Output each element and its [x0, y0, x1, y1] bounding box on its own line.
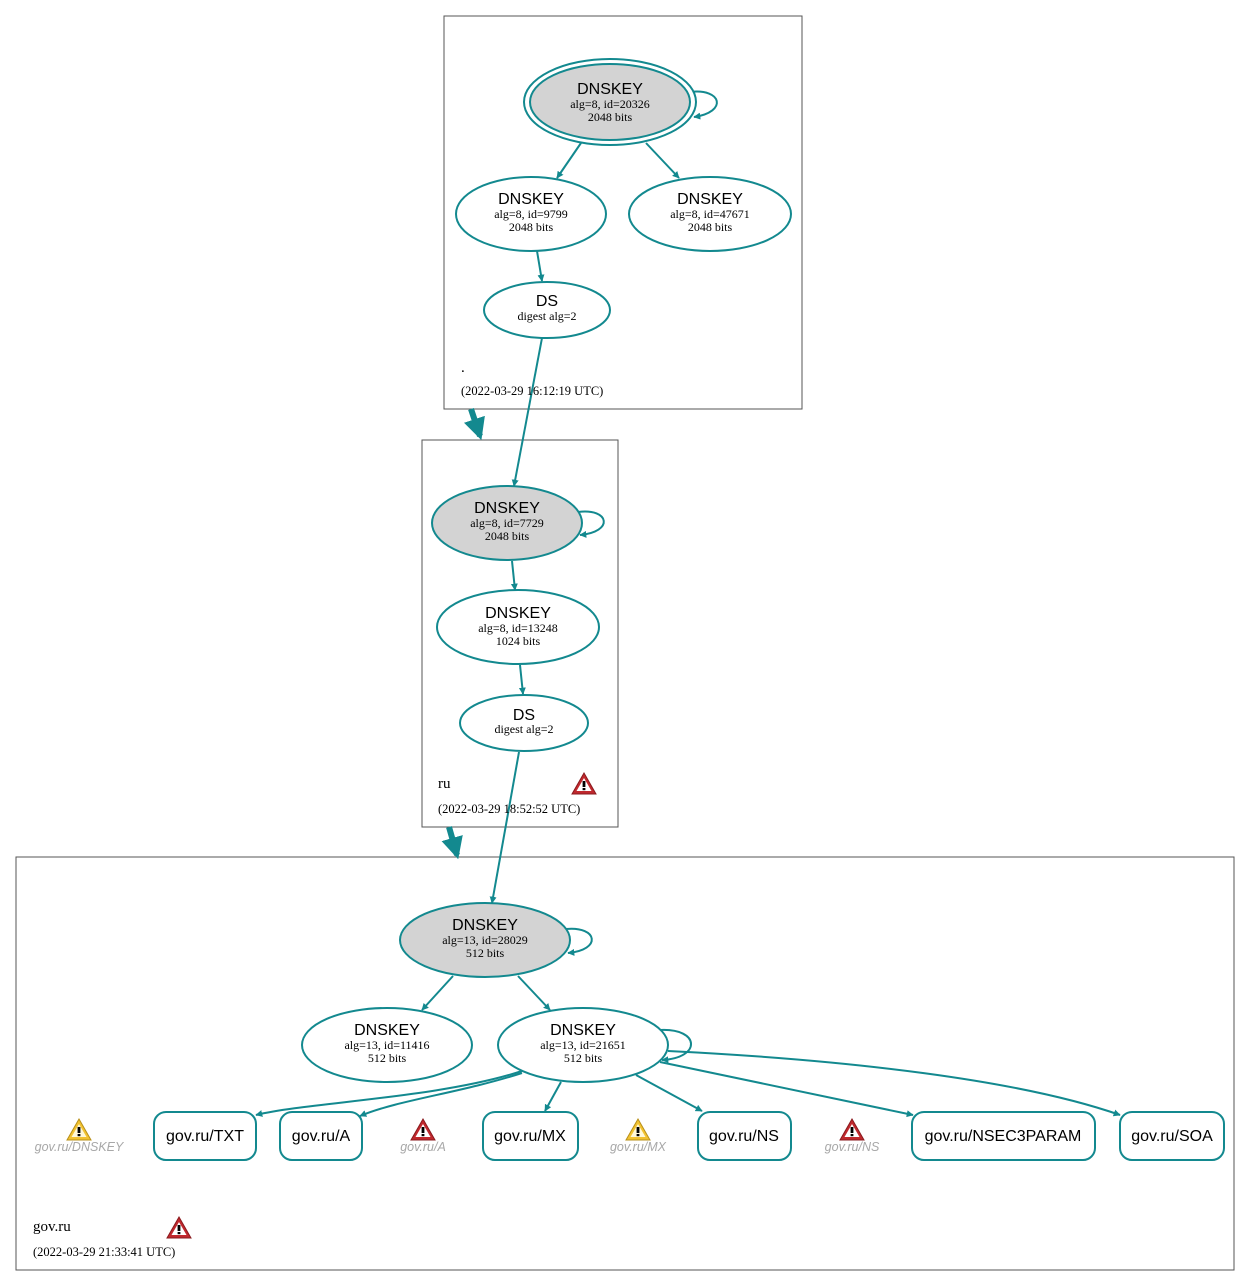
rrset-soa-label: gov.ru/SOA [1131, 1128, 1213, 1145]
ghost-rrset-a[interactable]: gov.ru/A [400, 1118, 446, 1154]
gov-ksk-title: DNSKEY [452, 917, 518, 934]
ghost-rrset-a-label: gov.ru/A [400, 1140, 446, 1154]
zone-name-gov-ru: gov.ru [33, 1219, 71, 1235]
root-zsk1-size: 2048 bits [509, 220, 554, 234]
rrset-txt[interactable]: gov.ru/TXT [153, 1111, 257, 1161]
ru-ds-title: DS [513, 707, 535, 724]
zone-timestamp-root: (2022-03-29 16:12:19 UTC) [461, 384, 603, 398]
root-zsk1-node[interactable]: DNSKEY alg=8, id=9799 2048 bits [455, 176, 607, 252]
gov-zsk1-size: 512 bits [368, 1051, 407, 1065]
ru-ds-detail: digest alg=2 [494, 722, 553, 736]
gov-ksk-detail: alg=13, id=28029 [442, 933, 528, 947]
edge-root-ksk-zsk2 [645, 142, 680, 179]
error-icon [839, 1118, 865, 1141]
root-ds-node[interactable]: DS digest alg=2 [483, 281, 611, 339]
ru-ksk-detail: alg=8, id=7729 [470, 516, 544, 530]
ru-zsk-detail: alg=8, id=13248 [478, 621, 558, 635]
warning-icon [625, 1118, 651, 1141]
ru-zsk-size: 1024 bits [496, 634, 541, 648]
root-ksk-size: 2048 bits [588, 110, 633, 124]
rrset-nsec3param[interactable]: gov.ru/NSEC3PARAM [911, 1111, 1096, 1161]
gov-ksk-node[interactable]: DNSKEY alg=13, id=28029 512 bits [399, 902, 571, 978]
ru-ksk-title: DNSKEY [474, 500, 540, 517]
ghost-rrset-dnskey[interactable]: gov.ru/DNSKEY [35, 1118, 125, 1154]
edge-zsk2-soa [667, 1050, 1121, 1117]
gov-zsk2-node[interactable]: DNSKEY alg=13, id=21651 512 bits [497, 1007, 669, 1083]
ru-ds-node[interactable]: DS digest alg=2 [459, 694, 589, 752]
edge-gov-ksk-zsk1 [421, 975, 454, 1011]
edge-zsk2-ns [635, 1074, 703, 1112]
root-ds-title: DS [536, 293, 558, 310]
zone-name-root: . [461, 360, 465, 376]
root-zsk2-detail: alg=8, id=47671 [670, 207, 750, 221]
rrset-soa[interactable]: gov.ru/SOA [1119, 1111, 1225, 1161]
zone-box-root [443, 15, 803, 410]
ghost-rrset-ns-label: gov.ru/NS [825, 1140, 880, 1154]
ghost-rrset-ns[interactable]: gov.ru/NS [825, 1118, 880, 1154]
root-zsk2-title: DNSKEY [677, 191, 743, 208]
root-zsk2-size: 2048 bits [688, 220, 733, 234]
rrset-mx[interactable]: gov.ru/MX [482, 1111, 579, 1161]
edge-gov-ksk-zsk2 [517, 975, 551, 1011]
delegation-arrow-root-ru [463, 408, 485, 441]
edge-ru-ksk-self [577, 510, 605, 538]
edge-ru-ksk-zsk [510, 560, 518, 591]
edge-root-zsk1-ds [536, 250, 545, 282]
root-ds-detail: digest alg=2 [517, 309, 576, 323]
rrset-txt-label: gov.ru/TXT [166, 1128, 244, 1145]
rrset-ns-label: gov.ru/NS [709, 1128, 779, 1145]
edge-ru-zsk-ds [518, 664, 526, 695]
ghost-rrset-dnskey-label: gov.ru/DNSKEY [35, 1140, 125, 1154]
error-icon[interactable] [166, 1216, 192, 1239]
zone-timestamp-gov-ru: (2022-03-29 21:33:41 UTC) [33, 1245, 175, 1259]
edge-ru-ds-gov-ksk [489, 751, 520, 904]
zone-timestamp-ru: (2022-03-29 18:52:52 UTC) [438, 802, 580, 816]
ru-zsk-title: DNSKEY [485, 605, 551, 622]
gov-zsk2-detail: alg=13, id=21651 [540, 1038, 626, 1052]
root-ksk-title: DNSKEY [577, 81, 643, 98]
edge-zsk2-a [359, 1072, 523, 1117]
zone-name-ru: ru [438, 776, 451, 792]
ghost-rrset-mx[interactable]: gov.ru/MX [610, 1118, 667, 1154]
rrset-a-label: gov.ru/A [292, 1128, 351, 1145]
gov-ksk-size: 512 bits [466, 946, 505, 960]
edge-zsk2-nsec3param [659, 1061, 914, 1118]
error-icon [410, 1118, 436, 1141]
gov-zsk1-title: DNSKEY [354, 1022, 420, 1039]
zone-box-gov-ru [15, 856, 1235, 1271]
ru-zsk-node[interactable]: DNSKEY alg=8, id=13248 1024 bits [436, 589, 600, 665]
rrset-nsec3param-label: gov.ru/NSEC3PARAM [925, 1128, 1082, 1145]
rrset-a[interactable]: gov.ru/A [279, 1111, 363, 1161]
warning-icon [66, 1118, 92, 1141]
gov-zsk1-node[interactable]: DNSKEY alg=13, id=11416 512 bits [301, 1007, 473, 1083]
ghost-rrset-mx-label: gov.ru/MX [610, 1140, 667, 1154]
gov-zsk2-size: 512 bits [564, 1051, 603, 1065]
delegation-arrow-ru-gov [441, 826, 463, 860]
edge-root-ksk-self [689, 90, 718, 120]
root-zsk1-detail: alg=8, id=9799 [494, 207, 568, 221]
rrset-ns[interactable]: gov.ru/NS [697, 1111, 792, 1161]
zone-box-ru [421, 439, 619, 828]
gov-zsk1-detail: alg=13, id=11416 [344, 1038, 429, 1052]
error-icon[interactable] [571, 772, 597, 795]
edge-root-ds-ru-ksk [511, 337, 543, 487]
root-zsk2-node[interactable]: DNSKEY alg=8, id=47671 2048 bits [628, 176, 792, 252]
gov-zsk2-title: DNSKEY [550, 1022, 616, 1039]
edge-gov-zsk2-self [659, 1028, 692, 1064]
edge-zsk2-mx [544, 1081, 562, 1112]
root-ksk-detail: alg=8, id=20326 [570, 97, 650, 111]
edge-gov-ksk-self [565, 927, 593, 956]
edge-zsk2-txt [255, 1070, 523, 1117]
root-ksk-node[interactable]: DNSKEY alg=8, id=20326 2048 bits [523, 58, 697, 146]
rrset-mx-label: gov.ru/MX [494, 1128, 566, 1145]
root-zsk1-title: DNSKEY [498, 191, 564, 208]
edge-root-ksk-zsk1 [556, 142, 582, 179]
ru-ksk-size: 2048 bits [485, 529, 530, 543]
ru-ksk-node[interactable]: DNSKEY alg=8, id=7729 2048 bits [431, 485, 583, 561]
